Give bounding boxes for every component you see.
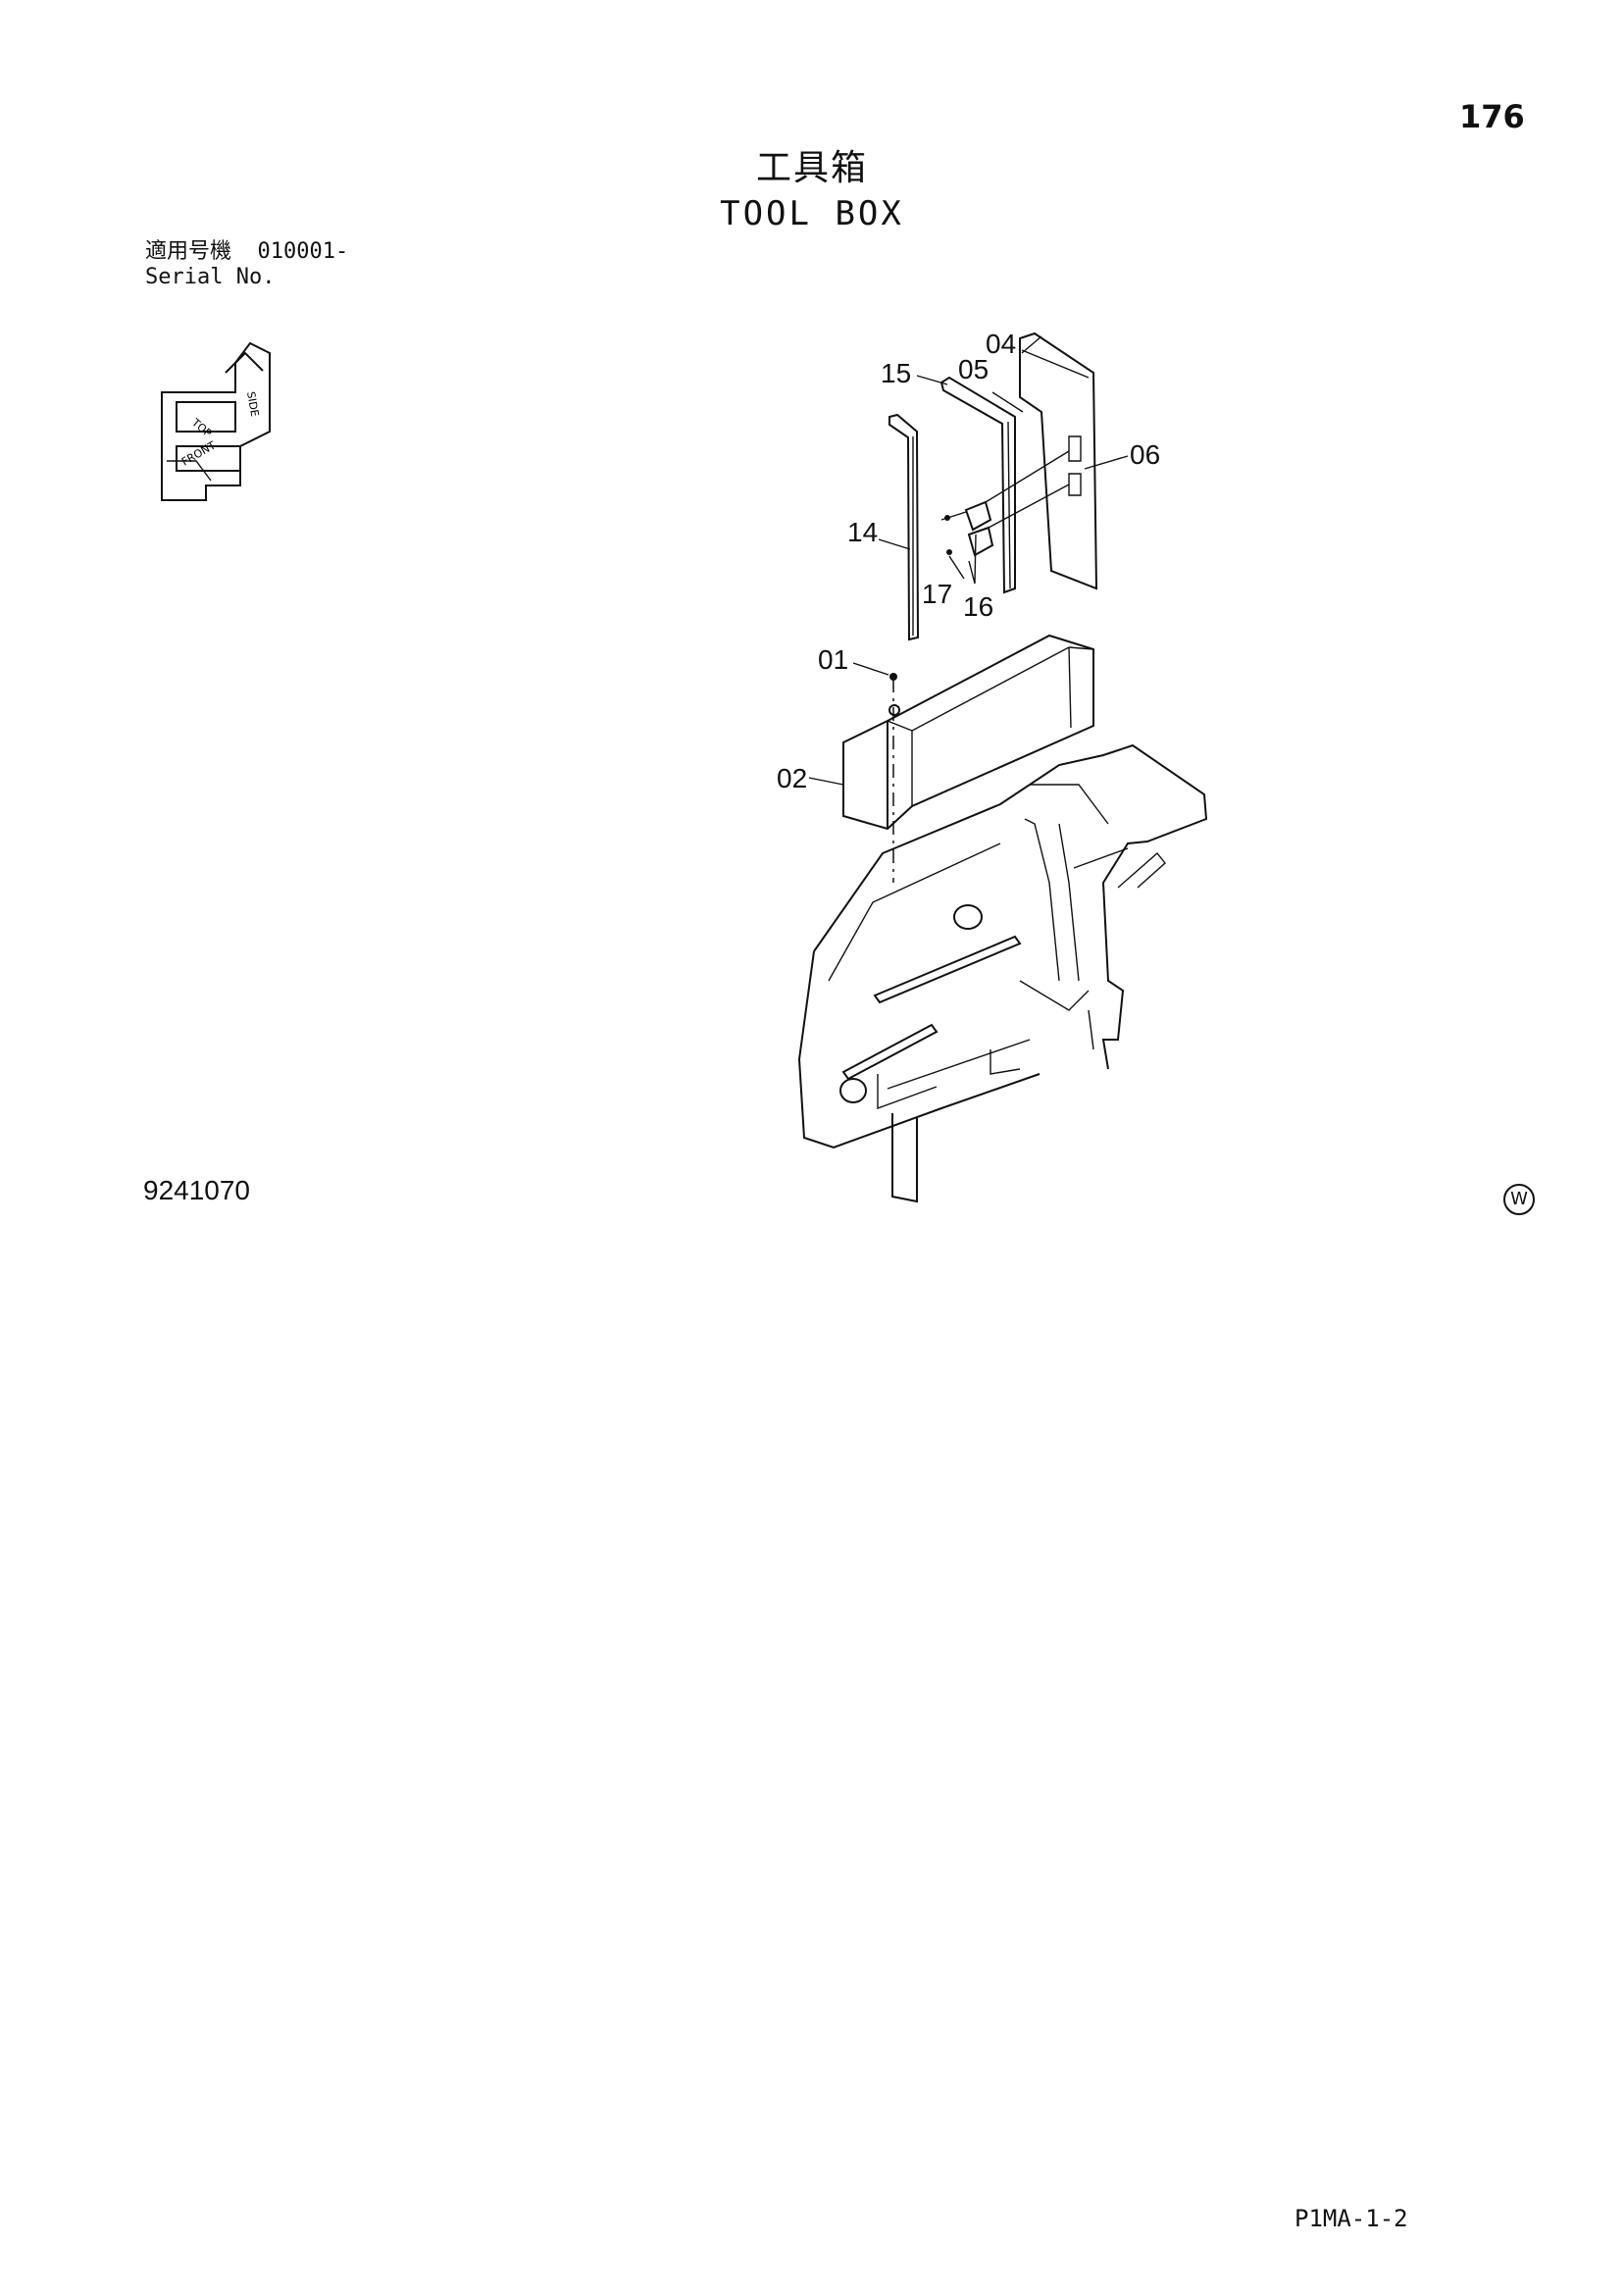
seal-strip-14	[888, 413, 920, 641]
orientation-label-top: TOP	[188, 416, 214, 440]
callout-04: 04	[986, 329, 1016, 359]
document-code: 9241070	[143, 1175, 251, 1205]
side-cover-panel	[1019, 332, 1098, 590]
page-title-japanese: 工具箱	[755, 148, 868, 188]
orientation-label-side: SIDE	[244, 390, 261, 418]
callout-01: 01	[818, 644, 848, 675]
page-title-english: TOOL BOX	[720, 194, 904, 233]
leader-lines	[808, 335, 1129, 786]
serial-label-en: Serial No.	[145, 265, 276, 289]
page-number: 176	[1459, 98, 1525, 135]
callout-16: 16	[963, 591, 993, 622]
callout-02: 02	[777, 763, 807, 793]
upper-frame	[797, 743, 1208, 1203]
callout-14: 14	[847, 517, 878, 547]
footer-code: P1MA-1-2	[1294, 2205, 1408, 2232]
bolt-01	[889, 673, 897, 681]
orientation-icon: TOP FRONT SIDE	[161, 341, 271, 501]
w-mark-icon: W	[1503, 1184, 1535, 1215]
callout-05: 05	[958, 354, 989, 384]
serial-row-jp: 適用号機 010001-	[145, 239, 348, 265]
serial-number-block: 適用号機 010001- Serial No.	[145, 239, 348, 290]
callout-15: 15	[881, 358, 911, 388]
callout-06: 06	[1130, 439, 1160, 470]
tool-box-02	[842, 634, 1094, 831]
serial-label-jp: 適用号機	[145, 239, 232, 264]
callout-17: 17	[922, 579, 952, 609]
seal-strip-15	[939, 376, 1016, 594]
serial-value: 010001-	[257, 239, 349, 264]
latch-16-17	[940, 450, 1070, 557]
